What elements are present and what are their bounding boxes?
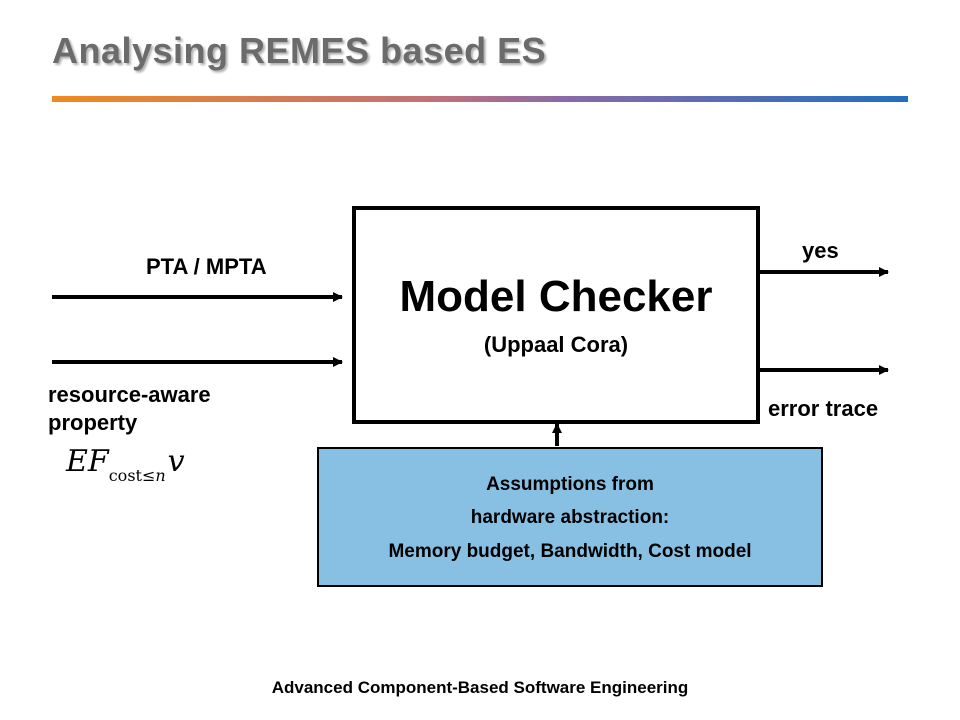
formula-sub-var: n: [155, 466, 166, 485]
slide-footer: Advanced Component-Based Software Engine…: [271, 678, 689, 697]
slide-title: Analysing REMES based ES: [52, 30, 547, 71]
model-checker-box: Model Checker (Uppaal Cora): [352, 206, 760, 424]
pta-label: PTA / MPTA: [146, 254, 267, 279]
formula-subscript: cost≤n: [109, 466, 166, 485]
formula-var: v: [167, 444, 185, 479]
assumptions-line1: Assumptions from: [486, 474, 654, 495]
formula-sub-prefix: cost≤: [108, 466, 156, 485]
assumptions-box: Assumptions from hardware abstraction: M…: [317, 447, 823, 587]
assumptions-line2: hardware abstraction:: [470, 507, 670, 528]
model-checker-title: Model Checker: [399, 272, 713, 321]
property-label-line2: property: [48, 410, 138, 435]
cost-formula: EFcost≤nv: [66, 444, 185, 485]
yes-label: yes: [802, 238, 839, 263]
assumptions-line3: Memory budget, Bandwidth, Cost model: [388, 541, 752, 562]
formula-main: EF: [66, 444, 109, 479]
title-underline: [52, 96, 908, 102]
property-label-line1: resource-aware: [48, 382, 211, 407]
error-trace-label: error trace: [768, 396, 879, 421]
model-checker-subtitle: (Uppaal Cora): [483, 332, 629, 357]
